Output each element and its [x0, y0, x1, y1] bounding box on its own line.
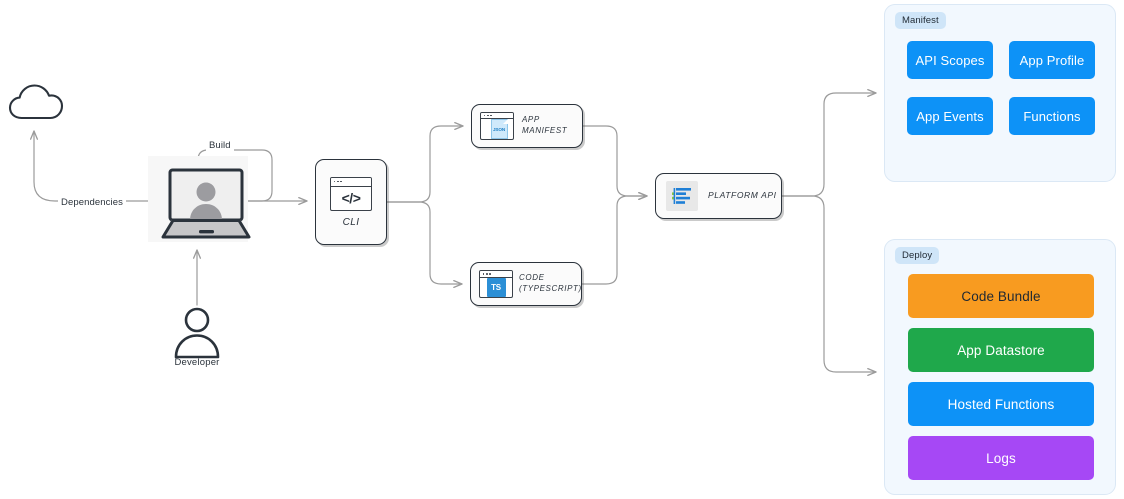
window-dot — [486, 114, 489, 117]
deploy-item-app-datastore[interactable]: App Datastore — [908, 328, 1094, 372]
window-dot — [485, 273, 488, 275]
code-window-icon: </> — [330, 176, 372, 211]
window-body: JSON — [481, 119, 513, 139]
node-cli[interactable]: </> CLI — [315, 159, 387, 245]
json-window-icon: JSON — [480, 112, 514, 140]
node-code[interactable]: TS CODE (TYPESCRIPT) — [470, 262, 582, 306]
panel-manifest-items: API Scopes App Profile App Events Functi… — [907, 41, 1095, 135]
window-body: TS — [480, 278, 512, 297]
window-dot — [490, 114, 493, 117]
api-list-icon — [666, 181, 698, 211]
edge-label-build: Build — [206, 140, 234, 151]
typescript-chip-label: TS — [491, 283, 501, 292]
developer-icon — [168, 306, 226, 360]
node-app-manifest-label: APP MANIFEST — [522, 115, 568, 135]
panel-manifest: Manifest API Scopes App Profile App Even… — [884, 4, 1116, 182]
window-titlebar — [481, 113, 513, 119]
panel-manifest-badge: Manifest — [895, 12, 946, 29]
window-dot — [482, 273, 485, 275]
window-dot — [340, 180, 343, 183]
edge-label-dependencies: Dependencies — [58, 197, 126, 208]
panel-deploy-badge: Deploy — [895, 247, 940, 264]
laptop-icon — [157, 168, 255, 240]
panel-deploy-items: Code Bundle App Datastore Hosted Functio… — [908, 274, 1094, 480]
node-platform-api[interactable]: PLATFORM API — [655, 173, 782, 219]
developer-label: Developer — [174, 357, 220, 368]
json-document-chip: JSON — [490, 119, 508, 139]
window-dot — [489, 273, 492, 275]
deploy-item-hosted-functions[interactable]: Hosted Functions — [908, 382, 1094, 426]
deploy-item-logs[interactable]: Logs — [908, 436, 1094, 480]
node-code-label: CODE (TYPESCRIPT) — [519, 273, 582, 293]
code-glyph: </> — [341, 190, 361, 206]
typescript-window-icon: TS — [479, 270, 513, 298]
cloud-icon — [8, 82, 64, 124]
node-app-manifest[interactable]: JSON APP MANIFEST — [471, 104, 583, 148]
window-titlebar — [331, 177, 371, 187]
json-chip-label: JSON — [492, 126, 506, 132]
window-body: </> — [331, 187, 371, 210]
manifest-item-app-events[interactable]: App Events — [907, 97, 993, 135]
panel-deploy: Deploy Code Bundle App Datastore Hosted … — [884, 239, 1116, 495]
window-dot — [336, 180, 339, 183]
deploy-item-code-bundle[interactable]: Code Bundle — [908, 274, 1094, 318]
window-dot — [483, 114, 486, 117]
window-titlebar — [480, 271, 512, 278]
node-cli-label: CLI — [342, 216, 360, 228]
manifest-item-api-scopes[interactable]: API Scopes — [907, 41, 993, 79]
manifest-item-app-profile[interactable]: App Profile — [1009, 41, 1095, 79]
node-platform-api-label: PLATFORM API — [708, 190, 777, 201]
manifest-item-functions[interactable]: Functions — [1009, 97, 1095, 135]
window-dot — [333, 180, 336, 183]
typescript-chip: TS — [486, 278, 506, 297]
